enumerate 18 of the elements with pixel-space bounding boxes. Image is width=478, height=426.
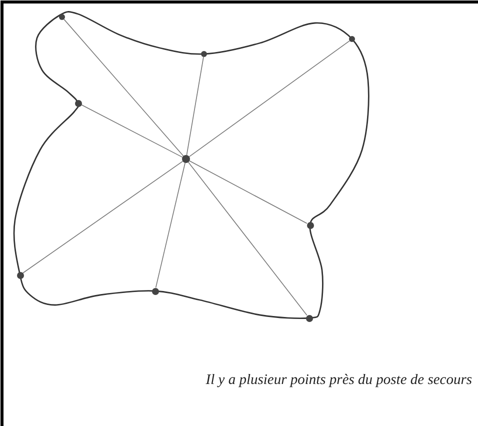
line xyxy=(188,40,350,158)
point-marker xyxy=(349,36,355,42)
point-marker xyxy=(201,51,207,57)
line xyxy=(155,162,186,288)
point-marker xyxy=(74,100,82,106)
point-marker xyxy=(59,14,65,20)
point-marker xyxy=(182,155,190,163)
line xyxy=(186,56,204,156)
line xyxy=(80,104,183,158)
point-marker xyxy=(306,314,312,322)
point-marker xyxy=(16,272,24,278)
line xyxy=(22,160,184,274)
caption: Il y a plusieur points près du poste de secours xyxy=(204,372,472,389)
point-marker xyxy=(306,222,314,228)
line xyxy=(189,160,308,224)
point-marker xyxy=(152,288,158,294)
line xyxy=(188,162,308,316)
line xyxy=(64,18,184,156)
